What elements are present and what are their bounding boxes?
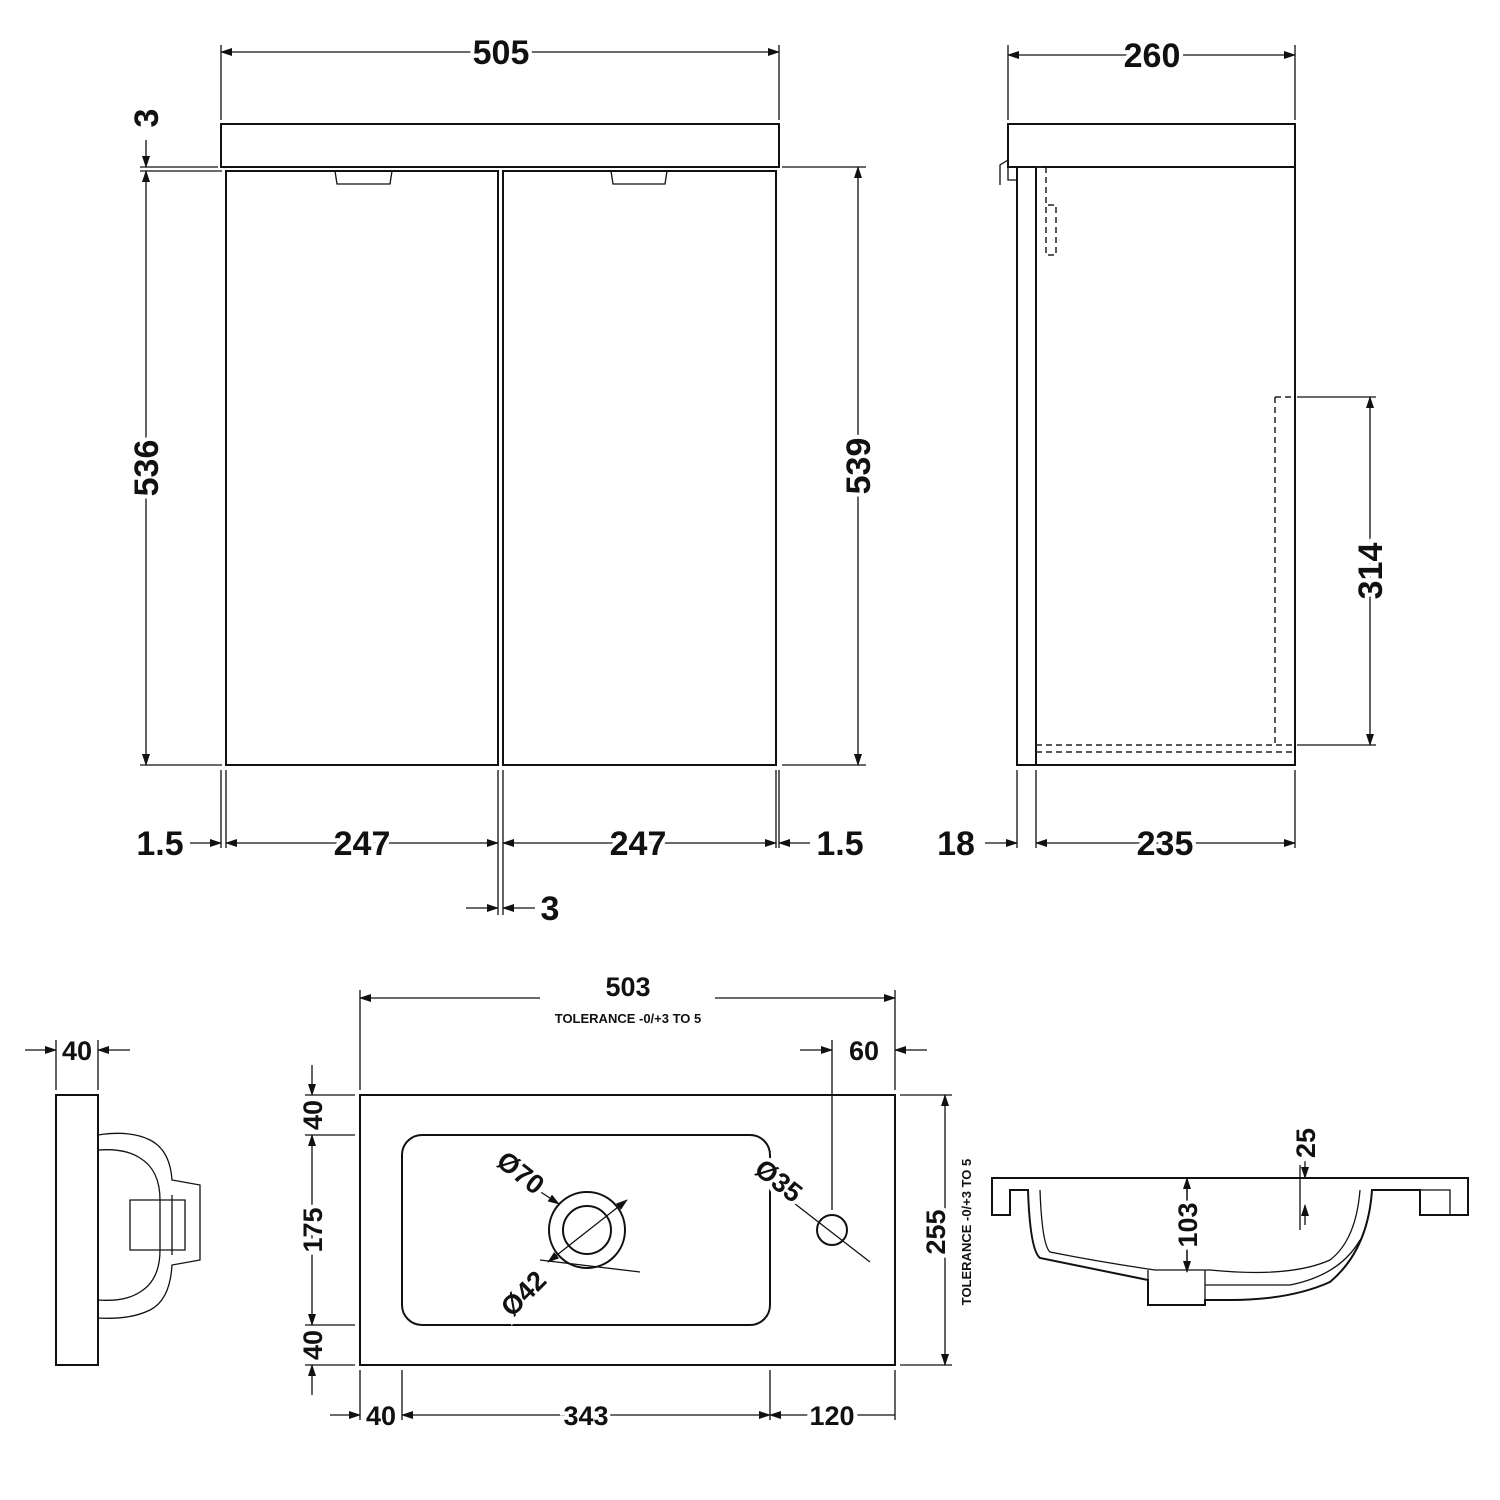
left-handle	[334, 170, 393, 185]
dim-door-height: 536	[128, 440, 166, 497]
dim-door-gap: 3	[541, 890, 560, 928]
dim-bowl-height: 103	[1173, 1202, 1203, 1247]
worktop	[220, 123, 780, 168]
side-door	[1016, 166, 1037, 766]
dim-basin-thickness: 40	[62, 1036, 92, 1066]
dim-right-margin: 120	[809, 1401, 854, 1431]
dim-depth: 260	[1124, 37, 1181, 75]
dim-basin-width: 503	[605, 972, 650, 1002]
right-handle	[610, 170, 668, 185]
section-outline	[991, 1177, 1469, 1306]
basin-plan-view: 503 TOLERANCE -0/+3 TO 5 60 40 175 40 25…	[294, 972, 974, 1435]
bowl-outline	[401, 1134, 771, 1326]
basin-side-outline	[55, 1094, 99, 1366]
dim-top-margin: 40	[298, 1100, 328, 1130]
front-view: 505 3 536 539 1.5 247 247 1.5 3	[124, 30, 882, 928]
depth-tolerance: TOLERANCE -0/+3 TO 5	[959, 1159, 974, 1306]
side-carcass	[1036, 166, 1296, 766]
basin-outline	[359, 1094, 896, 1366]
dim-basin-depth: 255	[921, 1209, 951, 1254]
side-view: 260 314 18 235	[933, 33, 1394, 867]
dim-right-edge: 1.5	[816, 825, 863, 863]
dim-right-door-width: 247	[610, 825, 667, 863]
waste-outer	[548, 1191, 626, 1269]
width-tolerance: TOLERANCE -0/+3 TO 5	[555, 1011, 702, 1026]
basin-section-view: 103 25	[991, 1124, 1469, 1306]
basin-side-view: 40	[25, 1036, 201, 1366]
dim-door-thickness: 18	[937, 825, 975, 863]
dim-top-gap: 3	[128, 109, 166, 128]
dim-overall-width: 505	[473, 34, 530, 72]
dim-bowl-depth: 175	[298, 1207, 328, 1252]
tap-hole	[816, 1214, 848, 1246]
dim-left-edge: 1.5	[136, 825, 183, 863]
right-door	[502, 170, 777, 766]
dim-bottom-margin: 40	[298, 1330, 328, 1360]
left-door	[225, 170, 499, 766]
dim-rim-thickness: 25	[1291, 1128, 1321, 1158]
dim-tap-offset: 60	[849, 1036, 879, 1066]
side-worktop	[1007, 123, 1296, 168]
dim-internal-height: 314	[1352, 543, 1390, 600]
dim-body-depth: 235	[1137, 825, 1194, 863]
dim-left-door-width: 247	[334, 825, 391, 863]
dim-total-height: 539	[840, 438, 878, 495]
dim-tap-hole: Ø35	[749, 1153, 808, 1208]
dim-bowl-width: 343	[563, 1401, 608, 1431]
dim-left-margin: 40	[366, 1401, 396, 1431]
dim-inner-waste: Ø42	[495, 1265, 552, 1322]
waste-inner	[562, 1205, 612, 1255]
